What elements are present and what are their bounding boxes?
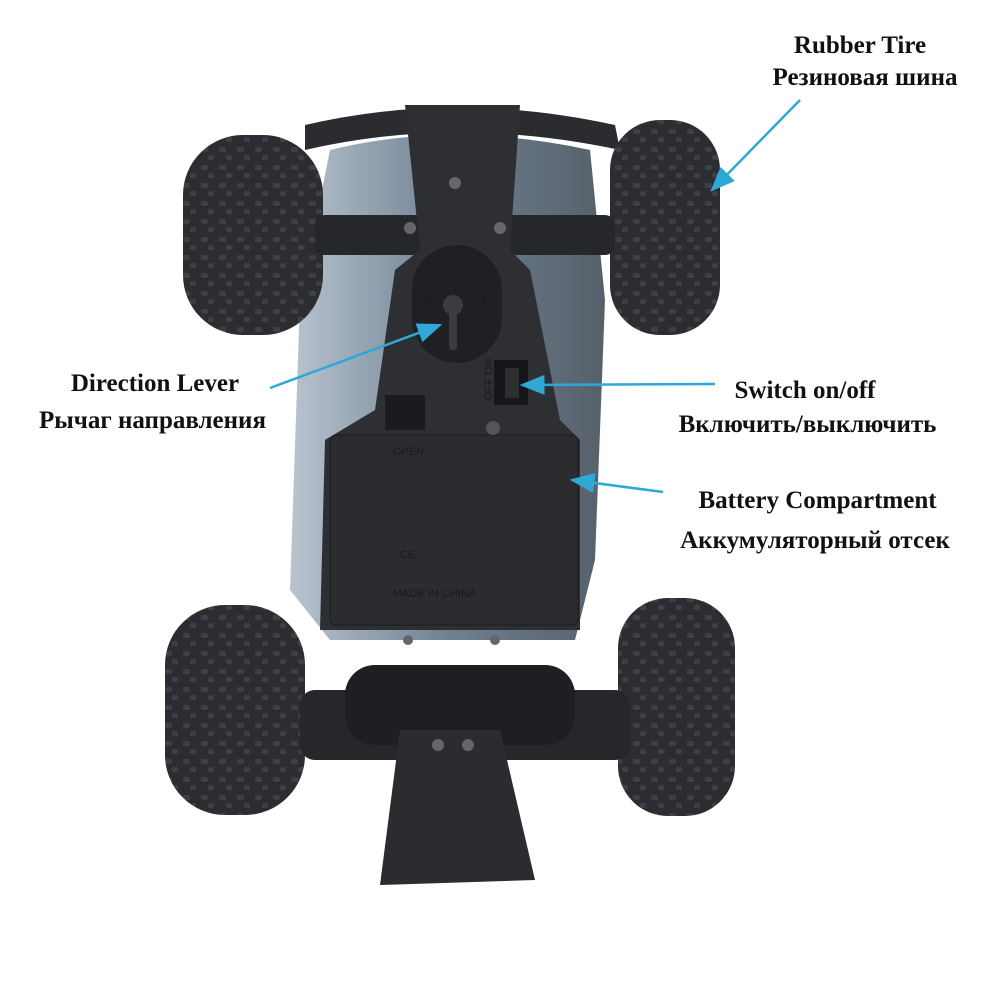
- rear-bumper: [380, 730, 535, 885]
- label-rubber-tire-en: Rubber Tire: [793, 32, 927, 59]
- label-direction-lever-ru: Рычаг направления: [38, 407, 266, 434]
- dial-r-text: R: [425, 293, 433, 305]
- label-direction-lever-en: Direction Lever: [70, 370, 240, 397]
- arrow-direction-lever: [269, 323, 443, 390]
- arrow-battery: [569, 473, 664, 494]
- label-switch-en: Switch on/off: [734, 377, 876, 404]
- label-battery-en: Battery Compartment: [698, 487, 937, 514]
- label-battery-ru: Аккумуляторный отсек: [680, 527, 950, 554]
- direction-lever[interactable]: R L: [412, 245, 502, 363]
- tire-rear-left: [165, 605, 305, 815]
- made-in-china-text: MADE IN CHINA: [393, 588, 477, 600]
- tire-front-left: [183, 135, 323, 335]
- rear-gearbox: [345, 665, 575, 745]
- arrow-switch: [519, 374, 716, 395]
- power-switch[interactable]: OFF ON: [483, 358, 528, 405]
- ce-mark: CE: [400, 549, 415, 561]
- arrow-rubber-tire: [710, 99, 801, 192]
- label-rubber-tire-ru: Резиновая шина: [772, 64, 958, 91]
- open-text: OPEN: [393, 446, 424, 458]
- dial-l-text: L: [482, 293, 488, 305]
- battery-cover[interactable]: OPEN CE MADE IN CHINA: [329, 395, 579, 626]
- tire-rear-right: [618, 598, 735, 816]
- label-switch-ru: Включить/выключить: [678, 411, 937, 438]
- off-on-text: OFF ON: [483, 358, 495, 400]
- tire-front-right: [610, 120, 720, 335]
